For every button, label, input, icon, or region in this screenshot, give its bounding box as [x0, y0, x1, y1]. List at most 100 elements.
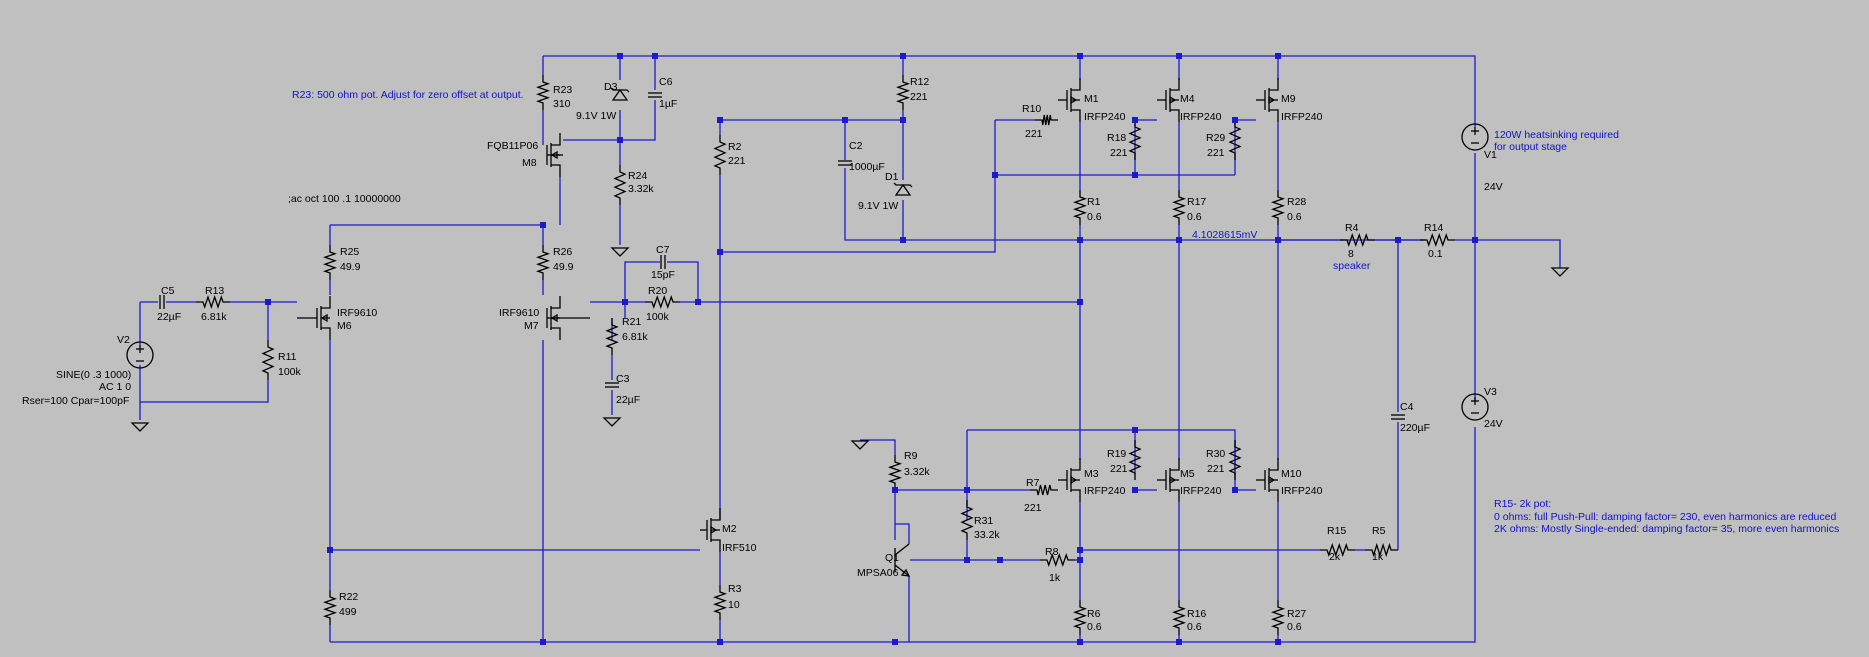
output-mosfet-bottom-2: [1157, 458, 1180, 502]
junction-dot: [617, 53, 623, 59]
v2-line-1: SINE(0 .3 1000): [56, 369, 131, 381]
label-r26: R26: [553, 246, 572, 258]
value-r23: 310: [553, 98, 571, 110]
label-r25: R25: [340, 246, 359, 258]
r23-note: R23: 500 ohm pot. Adjust for zero offset…: [292, 89, 524, 101]
value-m6: IRF9610: [337, 307, 377, 319]
value-c5: 22µF: [157, 311, 181, 323]
c4-capacitor: [1391, 414, 1405, 420]
v2-source: [126, 341, 154, 369]
label-r21: R21: [622, 316, 641, 328]
label-m10: M10: [1281, 468, 1302, 480]
q1-transistor: [894, 543, 911, 577]
value-r29: 221: [1207, 147, 1225, 159]
value-m10: IRFP240: [1281, 485, 1323, 497]
ground-out: [1475, 239, 1561, 268]
value-r5: 1k: [1372, 551, 1384, 563]
label-r8: R8: [1045, 546, 1059, 558]
m2-mosfet: [700, 508, 721, 552]
junction-dot: [652, 53, 658, 59]
value-r3: 10: [728, 599, 740, 611]
v3-source: [1461, 393, 1489, 421]
c7-capacitor: [660, 255, 666, 269]
r19-resistor: [1128, 440, 1142, 480]
value-r6: 0.6: [1087, 621, 1102, 633]
label-r29: R29: [1206, 132, 1225, 144]
label-r6: R6: [1087, 608, 1101, 620]
junction-dot: [327, 547, 333, 553]
m8-mosfet: [546, 133, 563, 177]
junction-dot: [1132, 117, 1138, 123]
label-r5: R5: [1372, 525, 1386, 537]
junction-dot: [695, 299, 701, 305]
value-m2: IRF510: [722, 542, 757, 554]
value-r30: 221: [1207, 463, 1225, 475]
value-r15: 2k: [1329, 551, 1341, 563]
value-m5: IRFP240: [1180, 485, 1222, 497]
wire: [895, 523, 910, 544]
label-r2: R2: [728, 141, 742, 153]
value-c3: 22µF: [616, 394, 640, 406]
value-r21: 6.81k: [622, 331, 648, 343]
junction-dot: [1077, 53, 1083, 59]
label-r13: R13: [205, 285, 224, 297]
c6-capacitor: [648, 92, 662, 98]
value-r7: 221: [1024, 502, 1042, 514]
label-r4: R4: [1345, 222, 1359, 234]
value-v1: 24V: [1484, 181, 1503, 193]
junction-dot: [1132, 487, 1138, 493]
label-c3: C3: [616, 373, 630, 385]
junction-dot: [1472, 237, 1478, 243]
junction-dot: [892, 487, 898, 493]
junction-dot: [1132, 427, 1138, 433]
value-r24: 3.32k: [628, 183, 654, 195]
source-resistor-top-3: [1271, 190, 1285, 225]
label-r24: R24: [628, 170, 647, 182]
label-c2: C2: [849, 140, 863, 152]
ac-directive: ;ac oct 100 .1 10000000: [288, 193, 401, 205]
label-q1: Q1: [885, 552, 899, 564]
label-r9: R9: [904, 450, 918, 462]
output-mosfet-top-1: [1058, 78, 1081, 122]
v1-source: [1461, 123, 1489, 151]
output-ground: [1550, 267, 1570, 277]
r30-resistor: [1228, 440, 1242, 480]
r10-resistor: [1035, 114, 1058, 126]
c2-capacitor: [838, 160, 852, 166]
components: [126, 75, 1570, 635]
r7-resistor: [1030, 484, 1058, 496]
r23-resistor: [536, 75, 550, 110]
junction-dot: [992, 172, 998, 178]
c3-ground: [602, 417, 622, 427]
label-r17: R17: [1187, 196, 1206, 208]
label-r23: R23: [553, 84, 572, 96]
value-r10: 221: [1025, 128, 1043, 140]
d3-zener: [610, 87, 630, 101]
r12-resistor: [896, 75, 910, 110]
r15-note-2: 0 ohms: full Push-Pull: damping factor= …: [1494, 511, 1836, 523]
label-r19: R19: [1107, 448, 1126, 460]
value-c7: 15pF: [651, 269, 675, 281]
label-r10: R10: [1022, 103, 1041, 115]
junction-dot: [900, 53, 906, 59]
junction-dot: [1077, 547, 1083, 553]
v2-line-2: AC 1 0: [99, 381, 131, 393]
label-m4: M4: [1180, 93, 1195, 105]
label-r14: R14: [1424, 222, 1443, 234]
label-r7: R7: [1026, 477, 1040, 489]
label-c4: C4: [1400, 401, 1414, 413]
r9-resistor: [888, 455, 902, 490]
r15-resistor: [1320, 543, 1355, 557]
value-r17: 0.6: [1187, 211, 1202, 223]
value-r12: 221: [910, 91, 928, 103]
junction-dot: [964, 487, 970, 493]
heatsink-note-2: for output stage: [1494, 141, 1567, 153]
value-c4: 220µF: [1400, 422, 1430, 434]
junction-dot: [717, 639, 723, 645]
output-mosfet-bottom-1: [1058, 458, 1081, 502]
output-mosfet-top-2: [1157, 78, 1180, 122]
c3-capacitor: [605, 382, 619, 388]
c5-capacitor: [159, 295, 165, 309]
source-resistor-top-2: [1172, 190, 1186, 225]
